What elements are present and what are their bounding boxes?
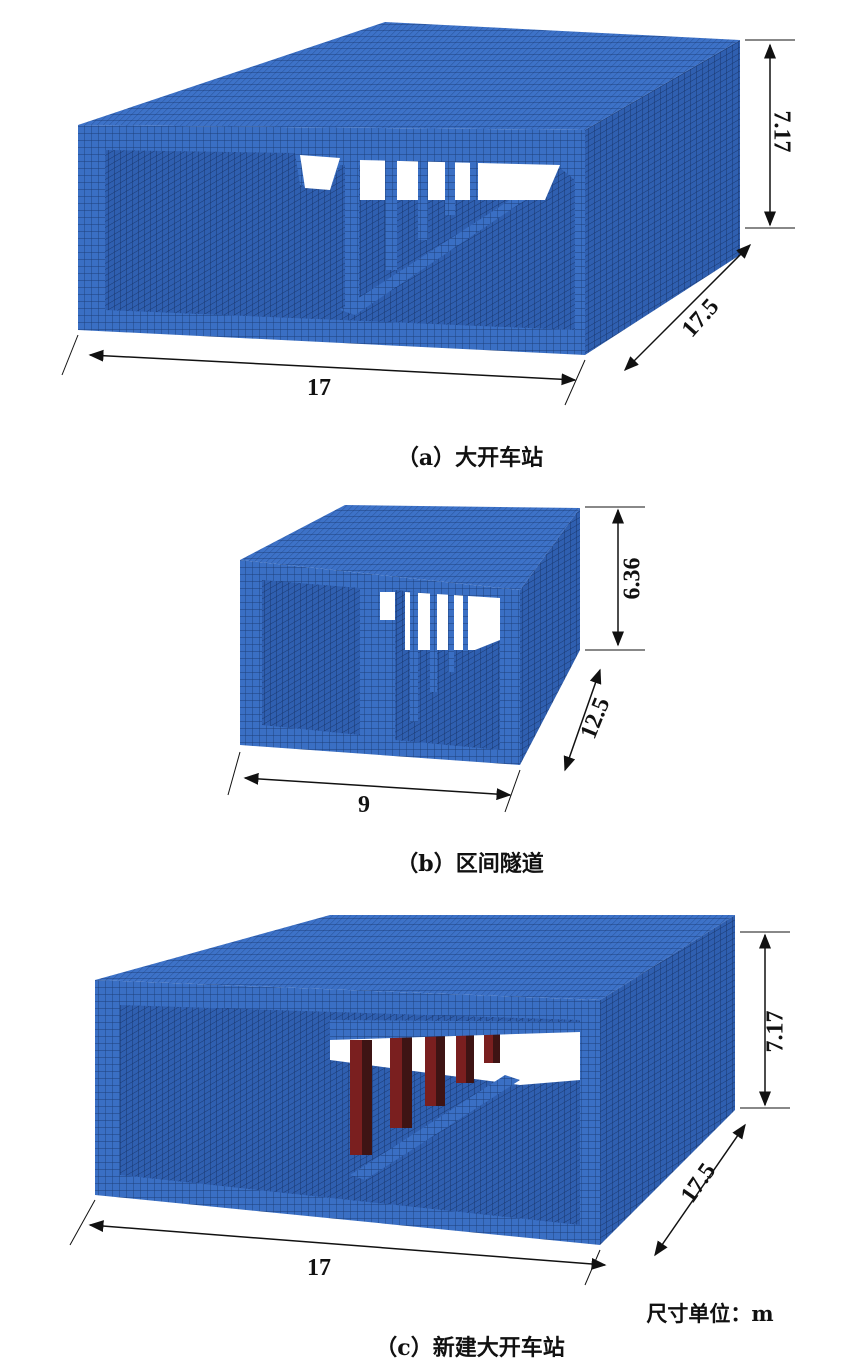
side-face (520, 508, 580, 765)
top-face (95, 915, 735, 1000)
model-a-station (61, 22, 795, 406)
top-face (240, 505, 580, 590)
model-c-new-station (69, 915, 790, 1286)
top-face (78, 22, 740, 130)
columns (345, 160, 478, 310)
dim-height-b: 6.36 (619, 557, 646, 600)
dim-width-b: 9 (358, 792, 370, 818)
dim-height-c: 7.17 (762, 1010, 789, 1053)
caption-a: （a）大开车站 (396, 445, 544, 471)
columns (410, 592, 468, 722)
dim-height-a: 7.17 (768, 110, 795, 153)
dim-width-c: 17 (307, 1255, 331, 1281)
side-face (600, 915, 735, 1245)
caption-c: （c）新建大开车站 (375, 1335, 565, 1361)
center-wall (340, 200, 525, 315)
dim-width-a: 17 (307, 375, 331, 401)
unit-note: 尺寸单位：m (646, 1301, 774, 1326)
columns (350, 1028, 500, 1155)
caption-b: （b）区间隧道 (396, 851, 544, 877)
model-b-tunnel (227, 505, 645, 813)
